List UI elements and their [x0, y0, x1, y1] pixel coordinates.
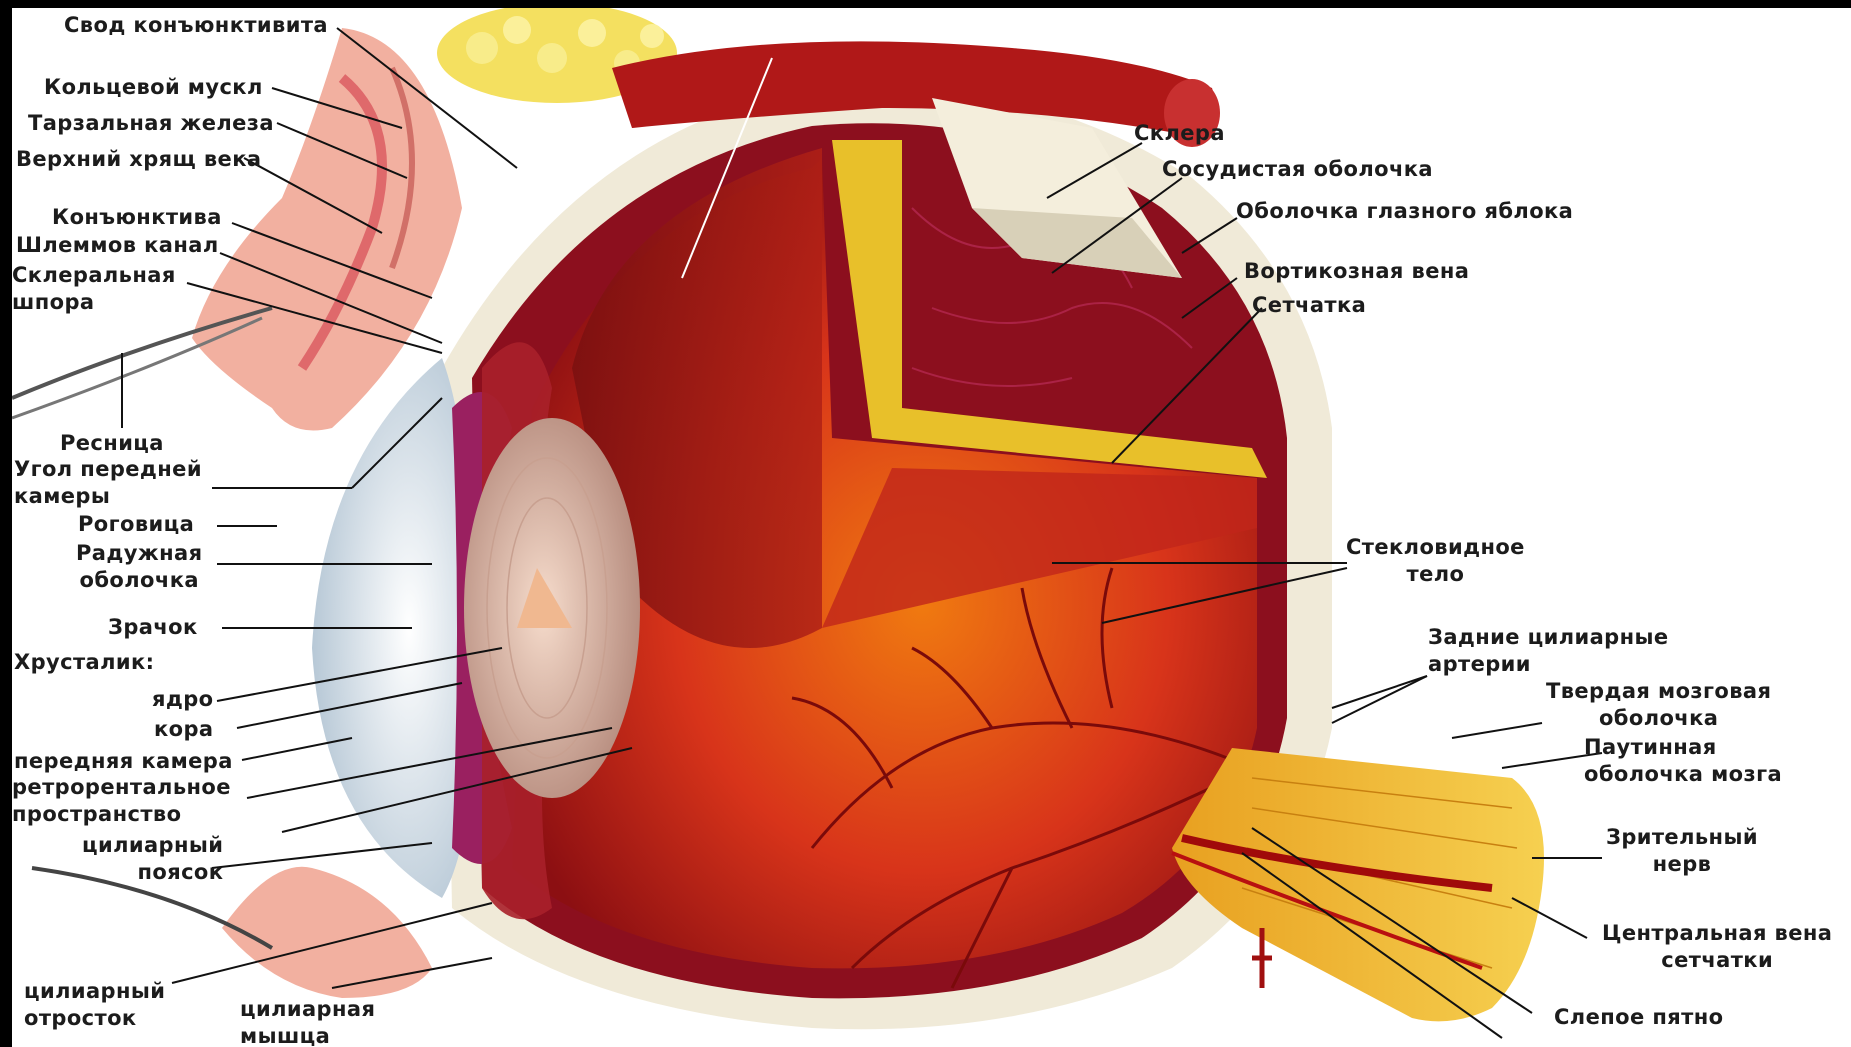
label-retrolental-space: ретрорентальное пространство — [12, 774, 231, 828]
label-iris: Радужная оболочка — [76, 540, 202, 594]
label-central-retinal-vein: Центральная вена сетчатки — [1602, 920, 1832, 974]
label-tarsal-gland: Тарзальная железа — [28, 110, 274, 137]
label-conj-fornix: Свод конъюнктивита — [64, 12, 328, 39]
label-globe-coat: Оболочка глазного яблока — [1236, 198, 1573, 225]
label-upper-tarsus: Верхний хрящ века — [16, 146, 261, 173]
label-lens-title: Хрусталик: — [14, 649, 154, 676]
label-eyelash: Ресница — [60, 430, 164, 457]
label-sclera: Склера — [1134, 120, 1225, 147]
label-anterior-chamber: передняя камера — [14, 748, 233, 775]
label-cornea: Роговица — [78, 511, 194, 538]
label-ciliary-muscle: цилиарная мышца — [240, 996, 375, 1047]
label-orbicular-muscle: Кольцевой мускл — [44, 74, 263, 101]
eye-illustration — [12, 8, 1851, 1047]
label-pupil: Зрачок — [108, 614, 198, 641]
label-posterior-ciliary-arteries: Задние цилиарные артерии — [1428, 624, 1669, 678]
label-retina: Сетчатка — [1252, 292, 1366, 319]
label-ciliary-zonule: цилиарный поясок — [82, 832, 223, 886]
label-schlemm-canal: Шлеммов канал — [16, 232, 219, 259]
label-vitreous-body: Стекловидное тело — [1346, 534, 1525, 588]
label-ciliary-process: цилиарный отросток — [24, 978, 165, 1032]
label-vortex-vein: Вортикозная вена — [1244, 258, 1469, 285]
label-dura-mater: Твердая мозговая оболочка — [1546, 678, 1771, 732]
label-scleral-spur: Склеральная шпора — [12, 262, 176, 316]
label-blind-spot: Слепое пятно — [1554, 1004, 1723, 1031]
label-arachnoid: Паутинная оболочка мозга — [1584, 734, 1782, 788]
label-conjunctiva: Конъюнктива — [52, 204, 222, 231]
label-anterior-angle: Угол передней камеры — [14, 456, 202, 510]
label-optic-nerve: Зрительный нерв — [1606, 824, 1758, 878]
label-lens-nucleus: ядро — [152, 686, 214, 713]
diagram-panel: Свод конъюнктивита Кольцевой мускл Тарза… — [12, 8, 1851, 1047]
label-lens-cortex: кора — [154, 716, 213, 743]
lower-eyelid — [222, 867, 432, 998]
label-choroid: Сосудистая оболочка — [1162, 156, 1433, 183]
